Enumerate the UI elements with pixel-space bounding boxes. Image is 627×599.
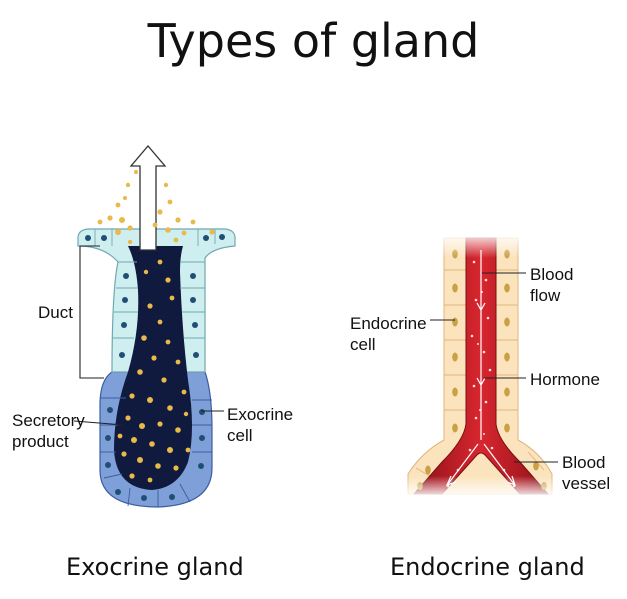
exocrine-caption: Exocrine gland: [66, 553, 244, 581]
endocrine-gland: [400, 232, 560, 498]
secretory-product-label: Secretory product: [12, 411, 85, 451]
exocrine-gland: [73, 144, 236, 508]
page-title: Types of gland: [147, 14, 480, 68]
blood-vessel-label: Blood vessel: [562, 453, 611, 493]
duct-label: Duct: [38, 303, 73, 322]
blood-flow-label: Blood flow: [530, 265, 574, 305]
cell-nuclei: [85, 234, 225, 501]
secretory-granules: [97, 170, 215, 483]
secretion-arrow: [129, 144, 167, 251]
endocrine-cell-label: Endocrine cell: [350, 314, 427, 354]
secretory-leader: [73, 420, 125, 426]
secretory-cell-borders: [100, 397, 212, 507]
hormone-label: Hormone: [530, 370, 600, 389]
endocrine-caption: Endocrine gland: [390, 553, 585, 581]
duct-bracket: [79, 245, 104, 379]
duct-cell-borders: [94, 229, 216, 339]
gland-lumen: [114, 246, 192, 490]
exocrine-cell-label: Exocrine cell: [227, 405, 294, 445]
